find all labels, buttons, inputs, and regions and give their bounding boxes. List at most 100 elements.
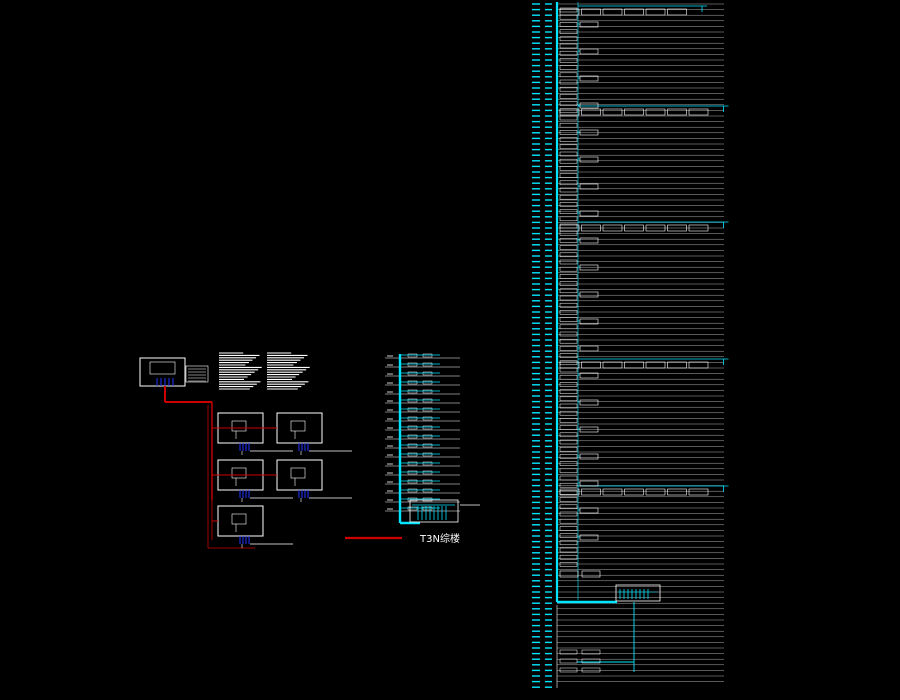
branch-box (579, 48, 599, 55)
floor-device (422, 407, 433, 412)
group-header-box (624, 8, 644, 16)
riser-device-box (559, 101, 578, 106)
lower-device-box (581, 667, 601, 673)
group-header-box (602, 361, 623, 369)
group-header-box (667, 8, 687, 16)
riser-device-box (559, 151, 578, 157)
group-header-box (645, 224, 666, 232)
riser-device-box (559, 245, 578, 250)
branch-box (579, 426, 599, 433)
riser-device-box (559, 353, 578, 358)
riser-device-box (559, 209, 578, 214)
group-header-box (602, 108, 623, 116)
notes-block-1 (219, 352, 262, 390)
floor-device (407, 461, 418, 466)
riser-device-box (559, 374, 578, 380)
floor-device (422, 452, 433, 457)
riser-device-box (559, 173, 578, 178)
sub-panel-5 (217, 505, 293, 548)
branch-box (579, 210, 599, 217)
branch-box (579, 264, 599, 271)
riser-device-box (559, 274, 578, 279)
riser-device-box (559, 266, 578, 272)
riser-device-box (559, 115, 578, 121)
floor-device (407, 425, 418, 430)
group-header-box (559, 108, 580, 116)
riser-device-box (559, 382, 578, 387)
group-header-box (624, 108, 644, 116)
branch-box (579, 534, 599, 541)
riser-device-box (559, 158, 578, 164)
riser-device-box (559, 346, 578, 351)
riser-device-box (559, 533, 578, 538)
riser-device-box (559, 446, 578, 452)
lower-device-box (581, 649, 601, 655)
group-header-box (667, 108, 687, 116)
branch-box (579, 345, 599, 352)
floor-device (407, 452, 418, 457)
riser-device-box (559, 497, 578, 502)
riser-device-box (559, 475, 578, 481)
building-caption-label: T3N综楼 (420, 534, 460, 545)
riser-device-box (559, 317, 578, 322)
group-header-box (602, 488, 623, 496)
riser-device-box (559, 439, 578, 445)
group-header-box (645, 8, 666, 16)
bottom-device (559, 570, 579, 578)
riser-device-box (559, 29, 578, 34)
group-header-box (602, 224, 623, 232)
riser-device-box (559, 144, 578, 150)
riser-device-box (559, 482, 578, 488)
riser-device-box (559, 194, 578, 200)
floor-device (407, 398, 418, 403)
riser-device-box (559, 425, 578, 430)
floor-device (422, 416, 433, 421)
riser-device-box (559, 324, 578, 330)
riser-device-box (559, 180, 578, 186)
riser-device-box (559, 43, 578, 49)
group-header-box (624, 488, 644, 496)
riser-device-box (559, 518, 578, 524)
main-panel-box (139, 357, 186, 387)
group-header-box (645, 488, 666, 496)
floor-device (407, 470, 418, 475)
floor-device (407, 479, 418, 484)
floor-device (422, 506, 433, 511)
riser-device-box (559, 238, 578, 243)
group-header-box (667, 488, 687, 496)
floor-device (407, 434, 418, 439)
group-header-box (667, 224, 687, 232)
branch-box (579, 318, 599, 325)
riser-device-box (559, 310, 578, 315)
floor-device (407, 407, 418, 412)
floor-device (422, 488, 433, 493)
riser-device-box (559, 79, 578, 85)
sub-panel-inner (231, 420, 247, 432)
floor-device (407, 416, 418, 421)
riser-device-box (559, 403, 578, 409)
riser-device-box (559, 338, 578, 344)
group-header-box (581, 488, 601, 496)
group-header-box (688, 361, 709, 369)
floor-device (407, 497, 418, 502)
group-header-box (581, 361, 601, 369)
riser-device-box (559, 58, 578, 63)
bottom-device (581, 570, 601, 578)
group-header-box (602, 8, 623, 16)
riser-device-box (559, 526, 578, 531)
sub-panel-inner (290, 467, 306, 479)
lower-device-box (559, 658, 578, 664)
notes-block-2 (267, 352, 310, 390)
group-header-box (581, 8, 601, 16)
group-header-box (559, 488, 580, 496)
floor-device (407, 371, 418, 376)
group-header-box (688, 108, 709, 116)
riser-device-box (559, 137, 578, 142)
sub-panel-inner (231, 513, 247, 525)
lower-device-box (559, 649, 578, 655)
floor-device (422, 398, 433, 403)
floor-device (422, 389, 433, 394)
riser-device-box (559, 511, 578, 517)
branch-box (579, 75, 599, 82)
